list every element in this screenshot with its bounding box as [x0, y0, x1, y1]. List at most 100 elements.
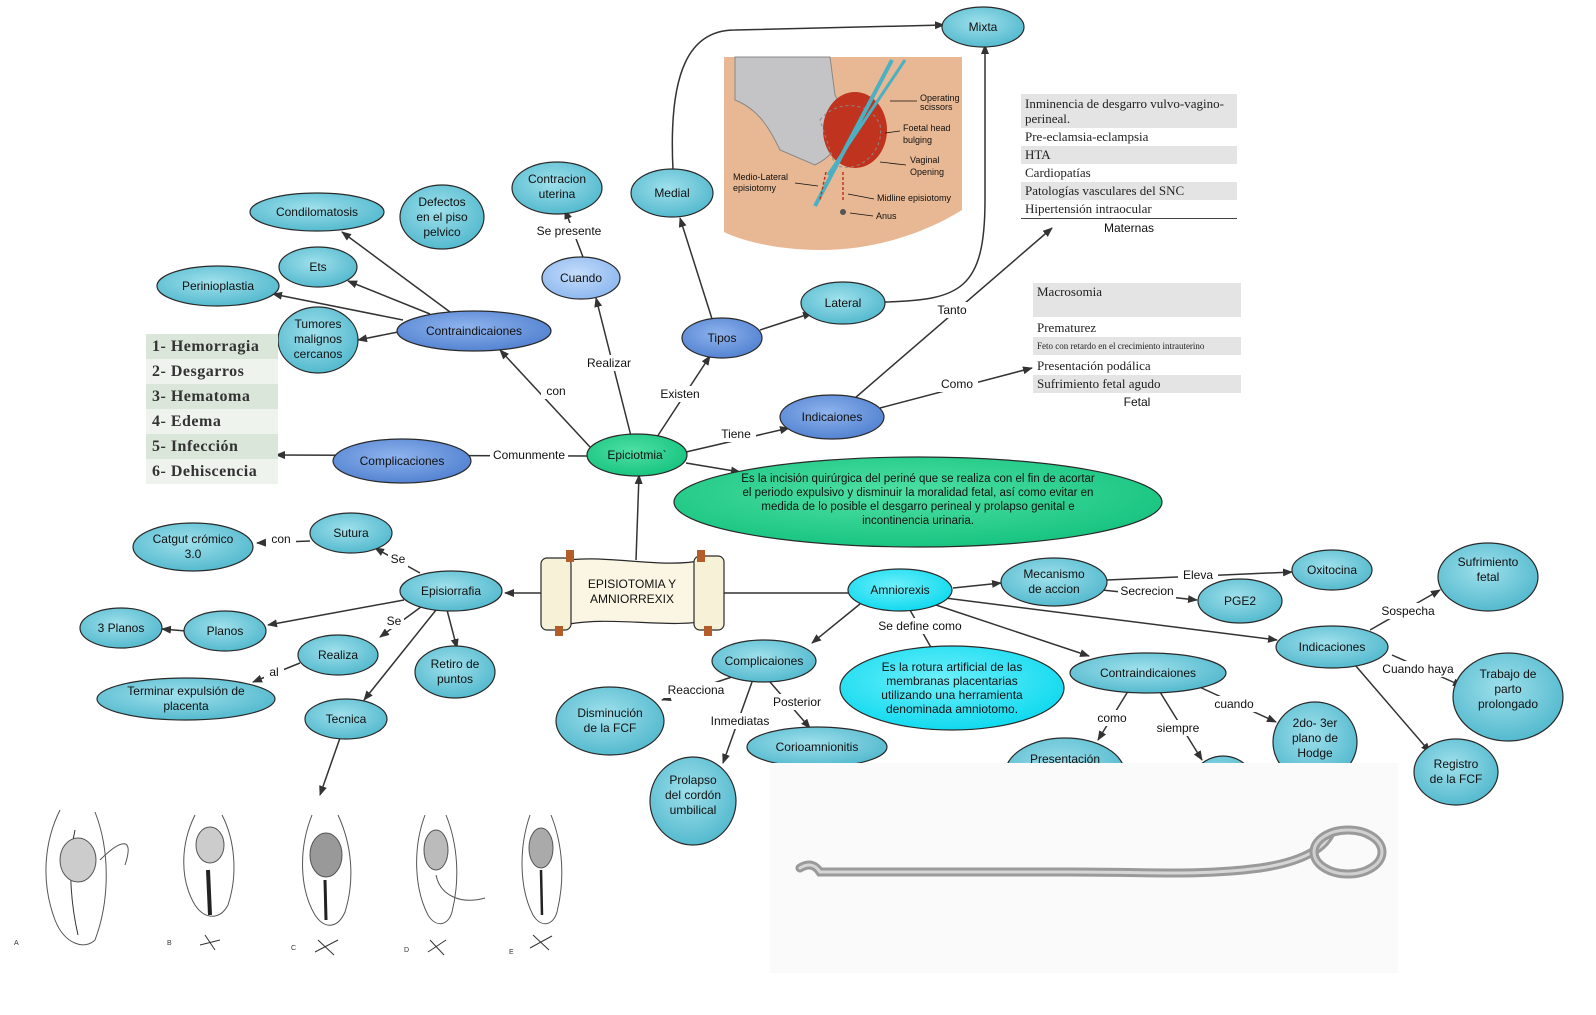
label-hodge-1: 2do- 3er: [1293, 716, 1338, 730]
label-prolapso-1: Prolapso: [669, 773, 717, 787]
edge-label-existen: Existen: [660, 387, 699, 401]
label-catgut-1: Catgut crómico: [153, 532, 234, 546]
fetales-item: Presentación podálica: [1037, 358, 1151, 373]
label-perinioplastia: Perinioplastia: [182, 279, 254, 293]
node-complicaciones-epi: [332, 438, 472, 484]
node-condilomatosis: [249, 192, 385, 232]
label-oxitocina: Oxitocina: [1307, 563, 1357, 577]
label-tumores-1: Tumores: [295, 317, 342, 331]
label-cuando: Cuando: [560, 271, 602, 285]
label-retiro-1: Retiro de: [431, 657, 480, 671]
edge-label-tanto: Tanto: [937, 303, 967, 317]
label-complicaciones-epi: Complicaciones: [360, 454, 445, 468]
node-amniorexis: [847, 568, 953, 612]
node-defectos: [399, 184, 485, 250]
edge-label-se-sutura: Se: [391, 552, 406, 566]
node-labels: Epiciotmia` Cuando Contracion uterina Ti…: [98, 20, 1539, 819]
node-realiza: [297, 634, 379, 676]
label-contraccion-1: Contracion: [528, 172, 586, 186]
label-sufrimiento-2: fetal: [1477, 570, 1500, 584]
label-lateral: Lateral: [825, 296, 862, 310]
edge-label-comunmente: Comunmente: [493, 448, 565, 462]
label-prolapso-3: umbilical: [670, 803, 717, 817]
label-indicaciones-amn: Indicaciones: [1299, 640, 1366, 654]
node-tumores: [277, 306, 359, 374]
label-condilomatosis: Condilomatosis: [276, 205, 358, 219]
edge-label-con-catgut: con: [271, 532, 290, 546]
illus-label-anus: Anus: [876, 211, 897, 221]
fetales-item: Feto con retardo en el crecimiento intra…: [1033, 337, 1241, 355]
edge-label-con: con: [546, 384, 565, 398]
node-contraindicaciones-epi: [396, 310, 552, 352]
label-episiorrafia: Episiorrafia: [421, 584, 481, 598]
node-lateral: [800, 281, 886, 325]
node-tres-planos: [79, 607, 163, 649]
definicion-text: Es la incisión quirúrgica del periné que…: [741, 473, 1095, 527]
node-contraindicaciones-amn: [1069, 652, 1227, 694]
label-planos: Planos: [207, 624, 244, 638]
label-registro-1: Registro: [1434, 757, 1479, 771]
node-episiotomia: [586, 433, 688, 477]
label-presentacion-1: Presentación: [1030, 752, 1100, 766]
node-catgut: [132, 522, 254, 572]
center-title-line2: AMNIORREXIX: [590, 592, 674, 606]
edge-label-secrecion: Secrecion: [1120, 584, 1173, 598]
label-defectos-2: en el piso: [416, 210, 468, 224]
fetales-item: Sufrimiento fetal agudo: [1033, 375, 1241, 393]
edge-label-eleva: Eleva: [1183, 568, 1213, 582]
complicaciones-list-item: 3- Hematoma: [146, 384, 278, 409]
panel-label-e: E: [509, 949, 514, 956]
label-tecnica: Tecnica: [326, 712, 367, 726]
label-defectos-1: Defectos: [418, 195, 465, 209]
node-pge2: [1197, 578, 1283, 624]
node-tecnica: [304, 698, 388, 740]
node-trabajo: [1452, 652, 1564, 742]
label-amniorexis: Amniorexis: [870, 583, 929, 597]
label-tumores-2: malignos: [294, 332, 342, 346]
node-ets: [278, 246, 358, 288]
label-indicaciones-epi: Indicaiones: [802, 410, 863, 424]
illus-label-mediolateral-2: episiotomy: [733, 183, 777, 193]
node-sufrimiento: [1437, 542, 1539, 612]
label-def-amn-3: utilizando una herramienta: [881, 688, 1023, 702]
edge-label-como-amn: como: [1097, 711, 1127, 725]
label-catgut-2: 3.0: [185, 547, 202, 561]
fetales-item: Macrosomia: [1033, 283, 1241, 317]
maternas-item: HTA: [1021, 146, 1237, 164]
node-registro: [1413, 738, 1499, 806]
label-trabajo-3: prolongado: [1478, 697, 1538, 711]
maternas-item: Pre-eclamsia-eclampsia: [1025, 129, 1149, 144]
node-oxitocina: [1291, 549, 1373, 591]
label-retiro-2: puntos: [437, 672, 473, 686]
edge-label-inmediatas: Inmediatas: [711, 714, 770, 728]
label-tipos: Tipos: [708, 331, 737, 345]
node-retiro: [414, 645, 496, 699]
edge-label-sospecha: Sospecha: [1381, 604, 1435, 618]
label-contraccion-2: uterina: [539, 187, 576, 201]
illus-label-scissors-2: scissors: [920, 102, 953, 112]
node-complicaciones-amn: [711, 639, 817, 683]
node-prolapso: [649, 756, 737, 846]
node-cuando: [541, 256, 621, 300]
node-contraccion: [511, 161, 603, 215]
node-indicaciones-epi: [779, 394, 885, 440]
edge-label-posterior: Posterior: [773, 695, 821, 709]
label-complicaciones-amn: Complicaiones: [725, 654, 804, 668]
label-trabajo-2: parto: [1494, 682, 1522, 696]
maternas-item: Inminencia de desgarro vulvo-vagino-peri…: [1021, 94, 1237, 128]
label-prolapso-2: del cordón: [665, 788, 721, 802]
maternas-list: Inminencia de desgarro vulvo-vagino-peri…: [1021, 94, 1237, 235]
fetales-item: Prematurez: [1037, 320, 1097, 335]
label-episiotomia: Epiciotmia`: [607, 448, 666, 462]
panel-label-b: B: [167, 940, 172, 947]
node-planos: [183, 610, 267, 652]
label-sufrimiento-1: Sufrimiento: [1458, 555, 1519, 569]
label-contraindicaciones-amn: Contraindicaiones: [1100, 666, 1196, 680]
illus-label-vaginal-2: Opening: [910, 167, 944, 177]
node-definicion-amn: [839, 645, 1065, 731]
episiotomy-illustration: Operating scissors Foetal head bulging V…: [724, 56, 962, 250]
center-title-line1: EPISIOTOMIA Y: [588, 577, 676, 591]
node-terminar: [96, 677, 276, 721]
edge-label-como: Como: [941, 377, 973, 391]
tecnica-panel-d: D: [404, 814, 486, 956]
